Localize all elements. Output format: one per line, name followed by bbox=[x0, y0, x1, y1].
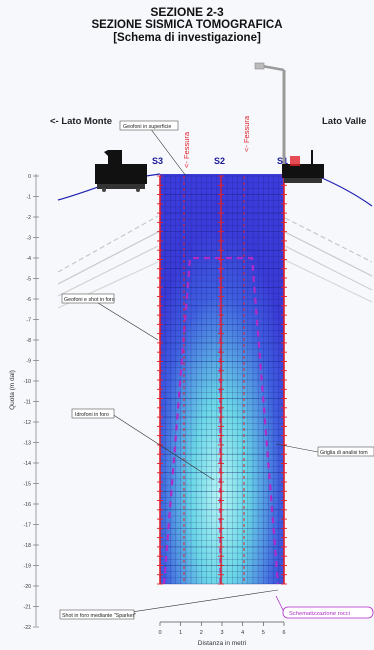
lato-monte-label: <- Lato Monte bbox=[50, 116, 112, 127]
y-tick-label: -19 bbox=[24, 564, 32, 570]
drilling-rig-left-icon bbox=[95, 150, 147, 192]
x-axis-label: Distanza in metri bbox=[198, 640, 246, 647]
x-tick-label: 2 bbox=[200, 630, 203, 636]
callout-text: Shot in foro mediante "Sparker" bbox=[62, 613, 136, 619]
callout-text: Geofoni e shot in foro bbox=[64, 297, 115, 303]
callout-text: Schematizzazione rocci bbox=[289, 611, 350, 617]
section-caption: [Schema di investigazione] bbox=[113, 32, 261, 44]
callout-idrofoni: Idrofoni in foro bbox=[71, 408, 215, 481]
y-tick-label: -8 bbox=[26, 338, 31, 344]
callout-text: Geofoni in superficie bbox=[123, 124, 171, 130]
y-tick-label: -21 bbox=[24, 605, 32, 611]
y-axis-label: Quota (m dal) bbox=[9, 370, 16, 410]
y-tick-label: -1 bbox=[26, 195, 31, 201]
rock-boundary-dashed bbox=[162, 256, 280, 585]
rock-layer bbox=[284, 245, 373, 291]
y-tick-label: -12 bbox=[24, 420, 32, 426]
y-tick-label: -3 bbox=[26, 236, 31, 242]
x-axis-ticks: 0 1 2 3 4 5 6 bbox=[158, 622, 286, 636]
lato-valle-label: Lato Valle bbox=[322, 116, 366, 127]
callout-text: Griglia di analisi tom bbox=[320, 450, 368, 456]
y-tick-label: -13 bbox=[24, 441, 32, 447]
callout-schematizzazione: Schematizzazione rocci bbox=[275, 595, 374, 619]
y-tick-label: -2 bbox=[26, 215, 31, 221]
ground-slope-right bbox=[283, 173, 373, 207]
y-tick-label: -5 bbox=[26, 277, 31, 283]
x-tick-label: 1 bbox=[179, 630, 182, 636]
callout-griglia: Griglia di analisi tom bbox=[275, 443, 374, 457]
y-tick-label: -14 bbox=[24, 461, 32, 467]
section-subtitle: SEZIONE SISMICA TOMOGRAFICA bbox=[91, 19, 283, 31]
rock-layer bbox=[57, 231, 159, 285]
y-tick-label: -16 bbox=[24, 502, 32, 508]
y-tick-label: -11 bbox=[24, 400, 31, 406]
y-tick-label: -10 bbox=[24, 379, 32, 385]
y-tick-label: 0 bbox=[28, 174, 31, 180]
borehole-label-s3: S3 bbox=[152, 156, 163, 166]
y-tick-label: -4 bbox=[26, 256, 31, 262]
y-tick-label: -7 bbox=[26, 318, 31, 324]
rock-layer bbox=[57, 245, 159, 297]
callout-geofoni-superficie: Geofoni in superficie bbox=[119, 120, 187, 177]
borehole-label-s2: S2 bbox=[214, 156, 225, 166]
y-tick-label: -15 bbox=[24, 482, 32, 488]
callout-geofoni-spari: Geofoni e shot in foro bbox=[61, 293, 159, 341]
title-block: SEZIONE 2-3 SEZIONE SISMICA TOMOGRAFICA … bbox=[0, 6, 374, 45]
y-tick-label: -20 bbox=[24, 584, 32, 590]
rock-layer bbox=[57, 215, 159, 273]
borehole-sensors bbox=[157, 175, 287, 585]
rock-layer bbox=[284, 231, 373, 277]
crane-rig-right-icon bbox=[254, 62, 324, 183]
fracture-label-left: <- Fessura bbox=[182, 131, 191, 168]
y-tick-label: -18 bbox=[24, 543, 32, 549]
rock-layer bbox=[284, 217, 373, 263]
x-tick-label: 4 bbox=[241, 630, 244, 636]
y-axis-ticks: 0 -1 -2 -3 -4 -5 -6 -7 -8 -9 -10 -11 -12 -13 -14 -15 -16… bbox=[24, 174, 39, 631]
y-tick-label: -17 bbox=[24, 523, 32, 529]
callout-text: Idrofoni in foro bbox=[75, 412, 109, 418]
x-tick-label: 0 bbox=[158, 630, 161, 636]
y-tick-label: -22 bbox=[24, 625, 32, 631]
x-tick-label: 5 bbox=[262, 630, 265, 636]
x-tick-label: 6 bbox=[282, 630, 285, 636]
section-title: SEZIONE 2-3 bbox=[150, 5, 224, 19]
y-tick-label: -9 bbox=[26, 359, 31, 365]
rock-layer bbox=[284, 259, 373, 303]
fracture-label-right: <- Fessura bbox=[242, 115, 251, 152]
x-tick-label: 3 bbox=[220, 630, 223, 636]
y-tick-label: -6 bbox=[26, 297, 31, 303]
callout-shot-sparker: Shot in foro mediante "Sparker" bbox=[59, 589, 279, 620]
